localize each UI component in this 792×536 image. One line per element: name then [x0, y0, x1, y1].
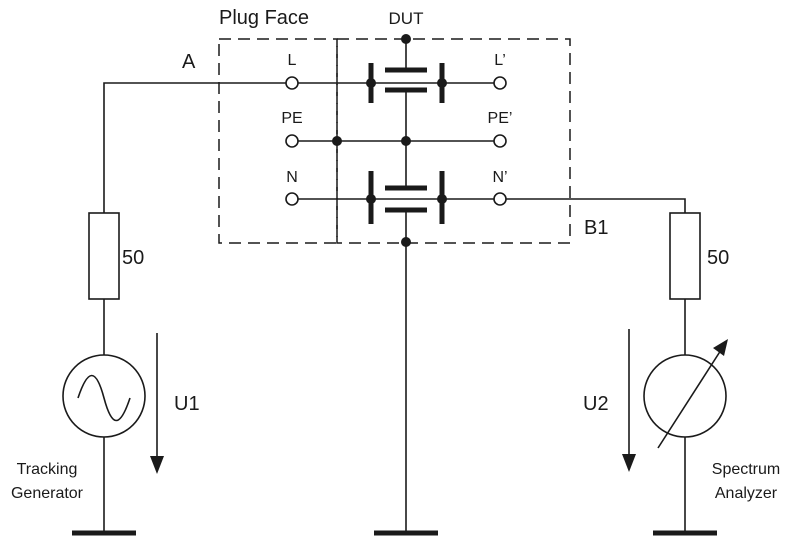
- spectrum-analyzer-symbol: [643, 354, 727, 438]
- resistor-left: [88, 212, 120, 300]
- label-dut: DUT: [389, 9, 424, 28]
- junction-dut-top: [401, 34, 411, 44]
- junction-dut-bottom: [401, 237, 411, 247]
- junction-n-left: [366, 194, 376, 204]
- label-generator-line2: Generator: [11, 485, 84, 502]
- label-voltage-u1: U1: [174, 393, 200, 415]
- label-node-b1: B1: [584, 217, 608, 239]
- terminal-l-prime: [493, 76, 507, 90]
- sine-wave-icon: [77, 374, 131, 422]
- junction-l-left: [366, 78, 376, 88]
- label-terminal-pe-prime: PE’: [488, 110, 513, 127]
- label-voltage-u2: U2: [583, 393, 609, 415]
- junction-pe-left: [332, 136, 342, 146]
- label-terminal-l-prime: L’: [494, 52, 506, 69]
- terminal-pe-prime: [493, 134, 507, 148]
- u2-arrow-head: [622, 454, 636, 472]
- terminal-l: [285, 76, 299, 90]
- junction-pe-center: [401, 136, 411, 146]
- label-node-a: A: [182, 51, 196, 73]
- junction-n-right: [437, 194, 447, 204]
- label-terminal-pe: PE: [281, 110, 302, 127]
- meter-arrow-head-icon: [713, 339, 728, 356]
- junction-l-right: [437, 78, 447, 88]
- label-analyzer-line2: Analyzer: [715, 485, 778, 502]
- wire-a-to-resistor: [103, 82, 292, 213]
- meter-needle: [657, 349, 722, 449]
- label-resistor-right: 50: [707, 247, 729, 269]
- resistor-right: [669, 212, 701, 300]
- label-generator-line1: Tracking: [17, 461, 78, 478]
- label-terminal-n: N: [286, 169, 298, 186]
- terminal-n: [285, 192, 299, 206]
- terminal-n-prime: [493, 192, 507, 206]
- label-analyzer-line1: Spectrum: [712, 461, 780, 478]
- u1-arrow-head: [150, 456, 164, 474]
- wire-b1-to-resistor: [506, 198, 686, 213]
- label-plug-face: Plug Face: [219, 7, 309, 29]
- label-terminal-l: L: [288, 52, 297, 69]
- terminal-pe: [285, 134, 299, 148]
- label-terminal-n-prime: N’: [492, 169, 507, 186]
- label-resistor-left: 50: [122, 247, 144, 269]
